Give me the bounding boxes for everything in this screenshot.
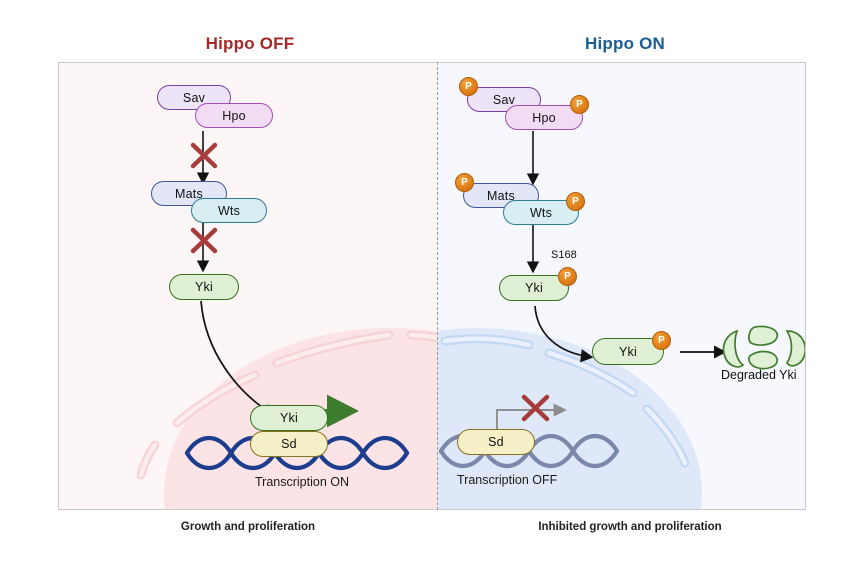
- phosphate-badge-mats: P: [455, 173, 474, 192]
- protein-yki-phosphorylated[interactable]: Yki: [499, 275, 569, 301]
- degraded-yki-fragments: [722, 325, 805, 370]
- phosphate-badge-hpo: P: [570, 95, 589, 114]
- panel-hippo-on: Sav Hpo P P Mats Wts P P Yki P S168 14-3…: [437, 62, 806, 510]
- block-mark: [521, 394, 550, 422]
- protein-hpo[interactable]: Hpo: [505, 105, 583, 130]
- phosphate-badge-yki-bound: P: [652, 331, 671, 350]
- block-mark: [190, 227, 218, 254]
- degraded-yki-label: Degraded Yki: [721, 368, 797, 382]
- protein-sd[interactable]: Sd: [250, 431, 328, 457]
- panel-divider: [437, 62, 438, 510]
- panel-title-hippo-on: Hippo ON: [585, 34, 665, 53]
- left-arrows: [184, 131, 410, 470]
- panel-hippo-off: Sav Hpo Mats Wts Yki Yki Sd Transcriptio…: [58, 62, 437, 510]
- protein-yki-nuclear[interactable]: Yki: [250, 405, 328, 431]
- left-cell-graphics: [136, 328, 437, 509]
- protein-wts[interactable]: Wts: [191, 198, 267, 223]
- caption-inhibited-growth: Inhibited growth and proliferation: [538, 521, 722, 533]
- protein-hpo[interactable]: Hpo: [195, 103, 273, 128]
- phospho-site-label: S168: [551, 249, 577, 261]
- transcription-status-left: Transcription ON: [255, 475, 350, 489]
- block-mark: [190, 142, 218, 169]
- protein-sd[interactable]: Sd: [457, 429, 535, 455]
- protein-yki-cytoplasmic[interactable]: Yki: [169, 274, 239, 300]
- phosphate-badge-yki: P: [558, 267, 577, 286]
- caption-growth: Growth and proliferation: [180, 521, 316, 533]
- transcription-status-right: Transcription OFF: [457, 473, 558, 487]
- panel-title-hippo-off: Hippo OFF: [205, 34, 295, 53]
- phosphate-badge-wts: P: [566, 192, 585, 211]
- phosphate-badge-sav: P: [459, 77, 478, 96]
